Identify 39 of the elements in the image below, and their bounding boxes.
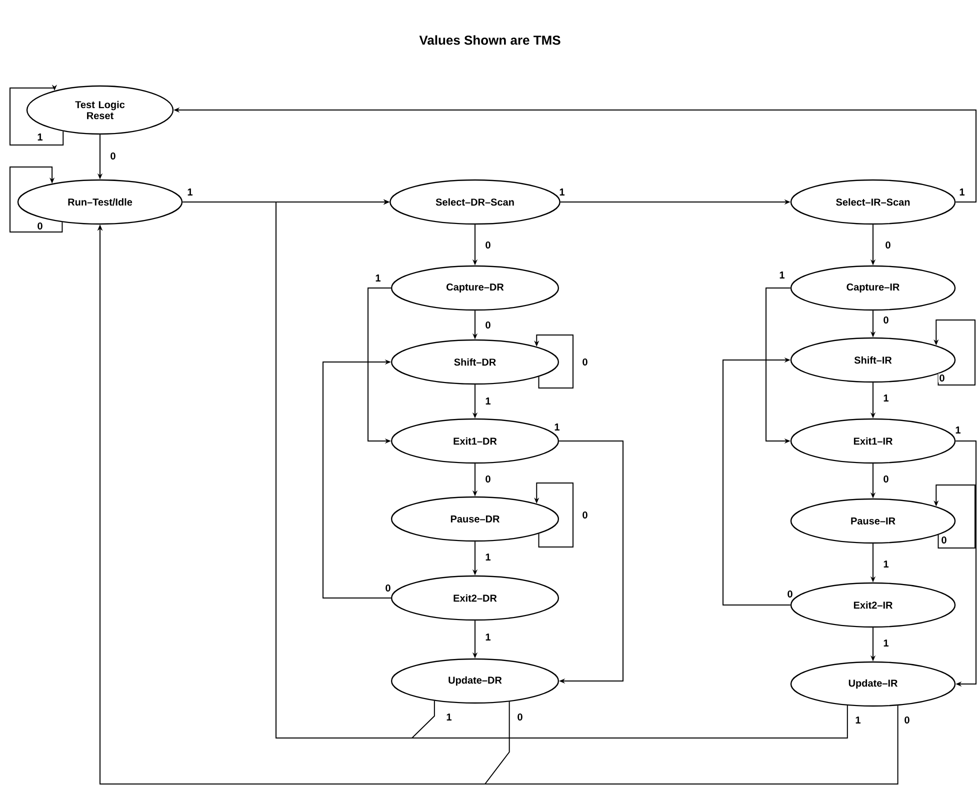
edge-label: 1 [882,394,890,402]
title: Values Shown are TMS [419,35,560,45]
edge-label: 0 [940,535,948,545]
edge-label: 1 [558,188,566,196]
edge-label: 1 [954,426,962,434]
edge-label: 0 [903,715,911,725]
edge-label: 1 [958,188,966,196]
arrow [558,440,624,684]
edge-label: 1 [882,560,890,568]
edge-label: 0 [484,240,492,250]
edge-label: 1 [484,396,492,406]
arrow [276,199,848,738]
edge-label: 0 [884,240,892,250]
edge-label: 1 [854,716,862,724]
edge-label: 1 [484,632,492,642]
edge-label: 0 [786,589,794,599]
edge-label: 0 [384,583,392,593]
edge-label: 0 [882,315,890,325]
edge-label: 1 [445,712,453,722]
edge-label: 1 [484,552,492,562]
edge-label: 0 [882,474,890,484]
edge-label: 1 [36,132,44,142]
edge-label: 0 [516,712,524,722]
edge-label: 0 [484,320,492,330]
edge-label: 1 [882,638,890,648]
arrow [10,166,63,232]
edge-label: 1 [778,270,786,280]
arrow [955,440,976,687]
edge-label: 0 [484,474,492,484]
arrow [10,84,64,146]
edge-label: 1 [553,422,561,432]
edge-label: 1 [374,274,382,282]
arrow [322,359,392,598]
edge-label: 0 [581,510,589,520]
edge-label: 1 [186,188,194,196]
edge-label: 0 [938,373,946,383]
arrow [722,357,791,606]
edge-label: 0 [109,151,117,161]
edge-label: 0 [581,357,589,367]
